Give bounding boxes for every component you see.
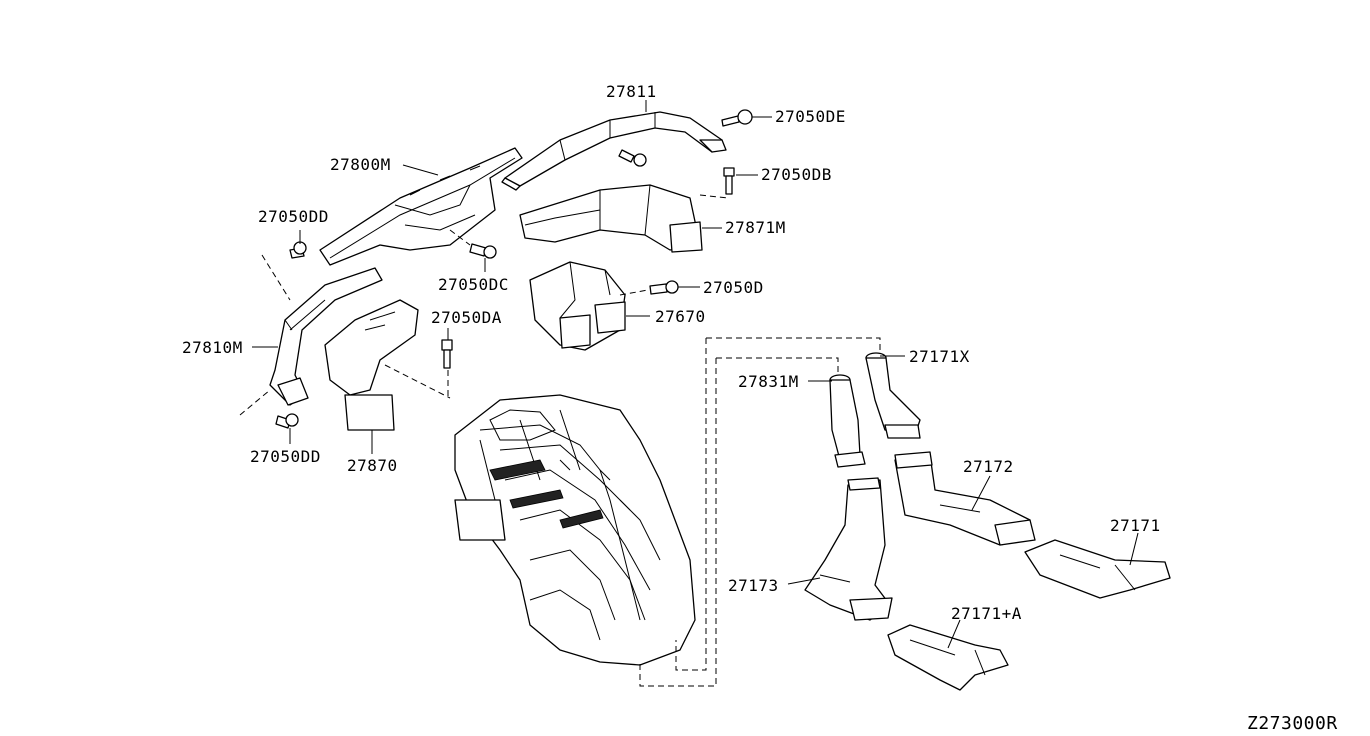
bolt-27050DA-icon bbox=[441, 339, 453, 369]
bolt-27050DE-icon bbox=[721, 109, 753, 127]
label-27171A: 27171+A bbox=[951, 604, 1022, 623]
leader-lines bbox=[252, 100, 1139, 649]
label-27050DA: 27050DA bbox=[431, 308, 502, 327]
label-27811: 27811 bbox=[606, 82, 657, 101]
label-27871M: 27871M bbox=[725, 218, 786, 237]
dashed-guides bbox=[239, 194, 881, 687]
label-27050DD-top: 27050DD bbox=[258, 207, 329, 226]
label-27870: 27870 bbox=[347, 456, 398, 475]
label-27171X: 27171X bbox=[909, 347, 970, 366]
bolt-27050DD-top-icon bbox=[289, 241, 307, 259]
label-27173: 27173 bbox=[728, 576, 779, 595]
duct-27670 bbox=[529, 261, 626, 351]
figure-code: Z273000R bbox=[1247, 713, 1338, 734]
floor-duct-27172 bbox=[894, 451, 1036, 546]
label-27810M: 27810M bbox=[182, 338, 243, 357]
label-27050D: 27050D bbox=[703, 278, 764, 297]
duct-27810M bbox=[269, 267, 383, 406]
bolt-27050D-icon bbox=[649, 280, 679, 295]
defroster-duct-27811 bbox=[501, 111, 727, 191]
bolt-27050DB-icon bbox=[723, 167, 735, 195]
label-27800M: 27800M bbox=[330, 155, 391, 174]
label-27050DE: 27050DE bbox=[775, 107, 846, 126]
label-27670: 27670 bbox=[655, 307, 706, 326]
floor-duct-27171 bbox=[1024, 539, 1171, 599]
bolt-27050DC-icon bbox=[469, 243, 497, 259]
label-27171: 27171 bbox=[1110, 516, 1161, 535]
center-duct-27800M bbox=[319, 147, 523, 266]
label-27050DC: 27050DC bbox=[438, 275, 509, 294]
label-27831M: 27831M bbox=[738, 372, 799, 391]
bolt-mid-icon bbox=[618, 149, 647, 167]
label-27172: 27172 bbox=[963, 457, 1014, 476]
part-labels: 27811 27050DE 27800M 27050DB 27050DD 278… bbox=[182, 82, 1338, 734]
floor-duct-27171A bbox=[887, 624, 1009, 691]
floor-duct-27173 bbox=[804, 477, 893, 621]
bolt-27050DD-bottom-icon bbox=[275, 413, 299, 429]
label-27050DB: 27050DB bbox=[761, 165, 832, 184]
duct-27831M bbox=[829, 374, 866, 468]
side-duct-27871M bbox=[519, 184, 703, 253]
hvac-unit-assembly bbox=[454, 394, 696, 666]
duct-27870 bbox=[324, 299, 419, 431]
label-27050DD-bottom: 27050DD bbox=[250, 447, 321, 466]
